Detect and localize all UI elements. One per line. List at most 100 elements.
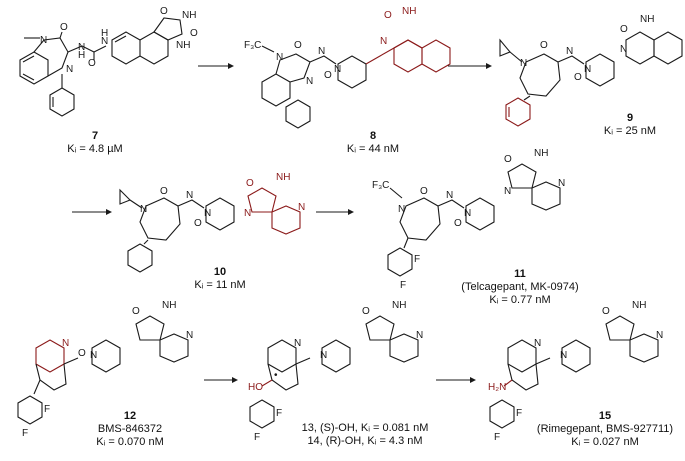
svg-text:O: O — [602, 306, 610, 317]
svg-text:N: N — [318, 46, 325, 57]
ki-value: Kᵢ = 44 nM — [346, 143, 400, 155]
svg-text:O: O — [246, 178, 254, 189]
svg-text:F: F — [254, 432, 260, 443]
ki-value: Kᵢ = 0.77 nM — [489, 294, 551, 306]
caption-13-14: 13, (S)-OH, Kᵢ = 0.081 nM 14, (R)-OH, Kᵢ… — [290, 422, 440, 448]
svg-text:O: O — [132, 306, 140, 317]
svg-text:NH: NH — [402, 6, 416, 17]
svg-text:N: N — [40, 35, 47, 46]
drug-name: BMS-846372 — [97, 423, 163, 435]
caption-12: 12 BMS-846372 Kᵢ = 0.070 nM — [80, 410, 180, 449]
svg-text:N: N — [140, 204, 147, 215]
svg-text:N: N — [66, 64, 73, 75]
structure-8: F₃C N O N N O N N O NH — [244, 6, 451, 129]
svg-text:N: N — [558, 178, 565, 189]
svg-text:O: O — [88, 58, 96, 69]
compound-number: 10 — [213, 266, 227, 278]
svg-text:O: O — [194, 218, 202, 229]
svg-text:N: N — [416, 330, 423, 341]
structure-13-14: N HO • F F N O NH N — [248, 300, 423, 443]
svg-text:O: O — [294, 40, 302, 51]
structure-15: N H₂N F F N O NH N — [488, 300, 663, 443]
ki-value: Kᵢ = 11 nM — [194, 279, 246, 291]
ki-value-13: 13, (S)-OH, Kᵢ = 0.081 nM — [301, 422, 429, 434]
svg-text:NH: NH — [176, 40, 190, 51]
svg-text:O: O — [574, 72, 582, 83]
svg-text:O: O — [324, 70, 332, 81]
svg-text:F: F — [494, 432, 500, 443]
svg-text:•: • — [274, 370, 278, 381]
svg-text:F: F — [516, 408, 522, 419]
ki-value: Kᵢ = 4.8 µM — [67, 143, 123, 155]
structure-12: N O F F N O NH N — [17, 300, 193, 439]
compound-number: 7 — [91, 130, 99, 142]
svg-text:N: N — [101, 36, 108, 47]
svg-text:NH: NH — [162, 300, 176, 311]
drug-name: (Telcagepant, MK-0974) — [461, 281, 579, 293]
caption-11: 11 (Telcagepant, MK-0974) Kᵢ = 0.77 nM — [450, 268, 590, 307]
svg-text:N: N — [186, 190, 193, 201]
svg-text:O: O — [504, 154, 512, 165]
svg-text:N: N — [620, 44, 627, 55]
svg-text:N: N — [204, 208, 211, 219]
svg-text:N: N — [244, 208, 251, 219]
svg-text:NH: NH — [182, 10, 196, 21]
svg-text:O: O — [78, 348, 86, 359]
compound-number: 15 — [598, 410, 612, 422]
ki-value: Kᵢ = 0.027 nM — [571, 436, 639, 448]
svg-text:F: F — [400, 280, 406, 291]
compound-number: 11 — [514, 268, 526, 280]
svg-text:N: N — [584, 64, 591, 75]
svg-text:N: N — [446, 190, 453, 201]
svg-text:F: F — [22, 428, 28, 439]
svg-text:NH: NH — [632, 300, 646, 311]
svg-text:N: N — [294, 338, 301, 349]
compound-number: 8 — [369, 130, 377, 142]
svg-text:N: N — [566, 46, 573, 57]
svg-text:NH: NH — [276, 172, 290, 183]
svg-text:N: N — [464, 208, 471, 219]
svg-text:N: N — [520, 58, 527, 69]
svg-text:F: F — [44, 404, 50, 415]
svg-text:NH: NH — [392, 300, 406, 311]
svg-text:N: N — [298, 202, 305, 213]
caption-9: 9 Kᵢ = 25 nM — [590, 112, 670, 138]
svg-text:F₃C: F₃C — [372, 180, 389, 191]
svg-text:O: O — [190, 28, 198, 39]
compound-number: 9 — [626, 112, 634, 124]
svg-text:O: O — [420, 186, 428, 197]
ki-value-14: 14, (R)-OH, Kᵢ = 4.3 nM — [307, 435, 423, 447]
structure-10: N O N O N O NH N N — [119, 172, 305, 273]
svg-text:O: O — [454, 218, 462, 229]
caption-8: 8 Kᵢ = 44 nM — [328, 130, 418, 156]
svg-text:N: N — [62, 338, 69, 349]
svg-text:H₂N: H₂N — [488, 382, 506, 393]
svg-text:O: O — [160, 6, 168, 17]
svg-text:N: N — [320, 350, 327, 361]
svg-text:F: F — [276, 408, 282, 419]
svg-text:N: N — [560, 350, 567, 361]
svg-text:O: O — [620, 24, 628, 35]
svg-text:O: O — [540, 40, 548, 51]
svg-text:N: N — [306, 76, 313, 87]
ki-value: Kᵢ = 0.070 nM — [96, 436, 164, 448]
svg-text:N: N — [90, 350, 97, 361]
svg-text:O: O — [160, 186, 168, 197]
structure-7: N O N H N O N H O NH O NH — [19, 6, 198, 117]
svg-text:N: N — [78, 42, 85, 53]
structure-11: F₃C N O F F N O N O NH N N — [372, 148, 565, 291]
svg-text:N: N — [656, 330, 663, 341]
caption-15: 15 (Rimegepant, BMS-927711) Kᵢ = 0.027 n… — [530, 410, 680, 449]
svg-text:F: F — [414, 254, 420, 265]
ki-value: Kᵢ = 25 nM — [603, 125, 657, 137]
svg-text:N: N — [534, 338, 541, 349]
structure-9: N O N O N O NH N — [499, 14, 683, 127]
svg-text:N: N — [186, 330, 193, 341]
svg-text:N: N — [380, 36, 387, 47]
drug-name: (Rimegepant, BMS-927711) — [536, 423, 674, 435]
svg-text:O: O — [60, 22, 68, 33]
svg-text:H: H — [101, 28, 108, 39]
cf3-label: F₃C — [244, 40, 261, 51]
svg-text:N: N — [276, 52, 283, 63]
